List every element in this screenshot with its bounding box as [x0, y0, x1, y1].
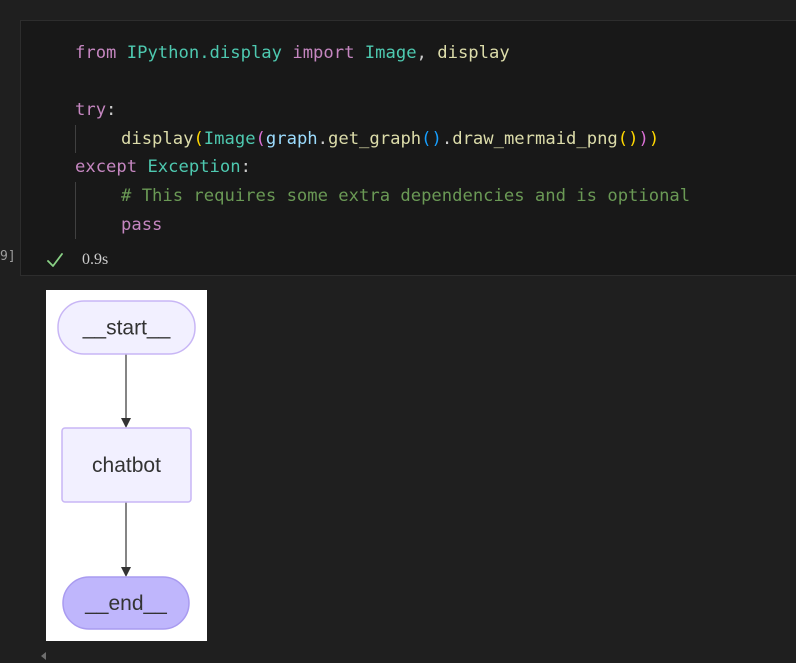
- execution-count: 9]: [0, 249, 16, 264]
- code-token: graph: [265, 128, 318, 149]
- code-token: get_graph: [328, 128, 422, 149]
- code-line: except Exception:: [75, 153, 690, 182]
- code-line: # This requires some extra dependencies …: [75, 181, 691, 211]
- indent-guide: [75, 124, 121, 154]
- code-token: pass: [121, 214, 163, 235]
- code-line: try:: [75, 96, 690, 125]
- cell-status: 0.9s: [46, 249, 108, 271]
- node-shape: [57, 300, 196, 355]
- node-shape: [61, 427, 192, 503]
- node-label: __start__: [82, 317, 171, 340]
- code-token: [116, 43, 126, 63]
- code-token: [282, 43, 292, 63]
- execution-time: 0.9s: [82, 251, 109, 268]
- code-token: from: [75, 43, 117, 63]
- indent-guide: [75, 210, 121, 240]
- code-token: Image: [203, 128, 256, 149]
- code-token: (: [193, 128, 204, 149]
- node-label: __end__: [84, 592, 167, 615]
- node-chatbot: chatbot: [61, 427, 192, 503]
- code-token: [354, 43, 364, 63]
- code-token: display: [121, 128, 194, 149]
- code-token: (): [421, 128, 442, 149]
- code-token: ): [638, 128, 649, 149]
- code-token: [137, 157, 147, 177]
- node-shape: [62, 576, 190, 630]
- code-token: import: [292, 43, 355, 63]
- code-token: ): [648, 128, 660, 149]
- code-line: pass: [75, 210, 690, 240]
- code-line: from IPython.display import Image, displ…: [75, 39, 690, 68]
- code-line: display(Image(graph.get_graph().draw_mer…: [75, 124, 690, 154]
- code-cell[interactable]: from IPython.display import Image, displ…: [20, 20, 796, 276]
- node-start: __start__: [57, 300, 196, 355]
- code-token: ,: [416, 43, 438, 63]
- code-editor[interactable]: from IPython.display import Image, displ…: [75, 39, 690, 239]
- node-label: chatbot: [92, 454, 161, 477]
- code-token: Image: [364, 43, 417, 63]
- code-token: draw_mermaid_png: [452, 128, 618, 149]
- code-token: (: [255, 128, 266, 149]
- scroll-left-arrow[interactable]: [41, 652, 46, 660]
- code-token: (): [617, 128, 639, 149]
- code-token: .: [317, 128, 329, 149]
- code-token: :: [106, 100, 117, 121]
- code-token: Exception: [147, 157, 241, 178]
- code-token: # This requires some extra dependencies …: [121, 185, 691, 206]
- code-token: .: [441, 128, 453, 149]
- code-token: display: [437, 43, 510, 63]
- code-token: IPython.display: [126, 43, 282, 63]
- indent-guide: [75, 181, 121, 211]
- code-line: [75, 68, 690, 97]
- code-token: try: [75, 100, 107, 121]
- code-token: :: [240, 157, 251, 178]
- graph-diagram: __start__chatbot __end__: [57, 300, 196, 630]
- output-image: __start__chatbot __end__: [46, 290, 207, 641]
- check-icon: [47, 253, 63, 267]
- code-token: except: [75, 157, 138, 178]
- node-end: __end__: [62, 576, 190, 630]
